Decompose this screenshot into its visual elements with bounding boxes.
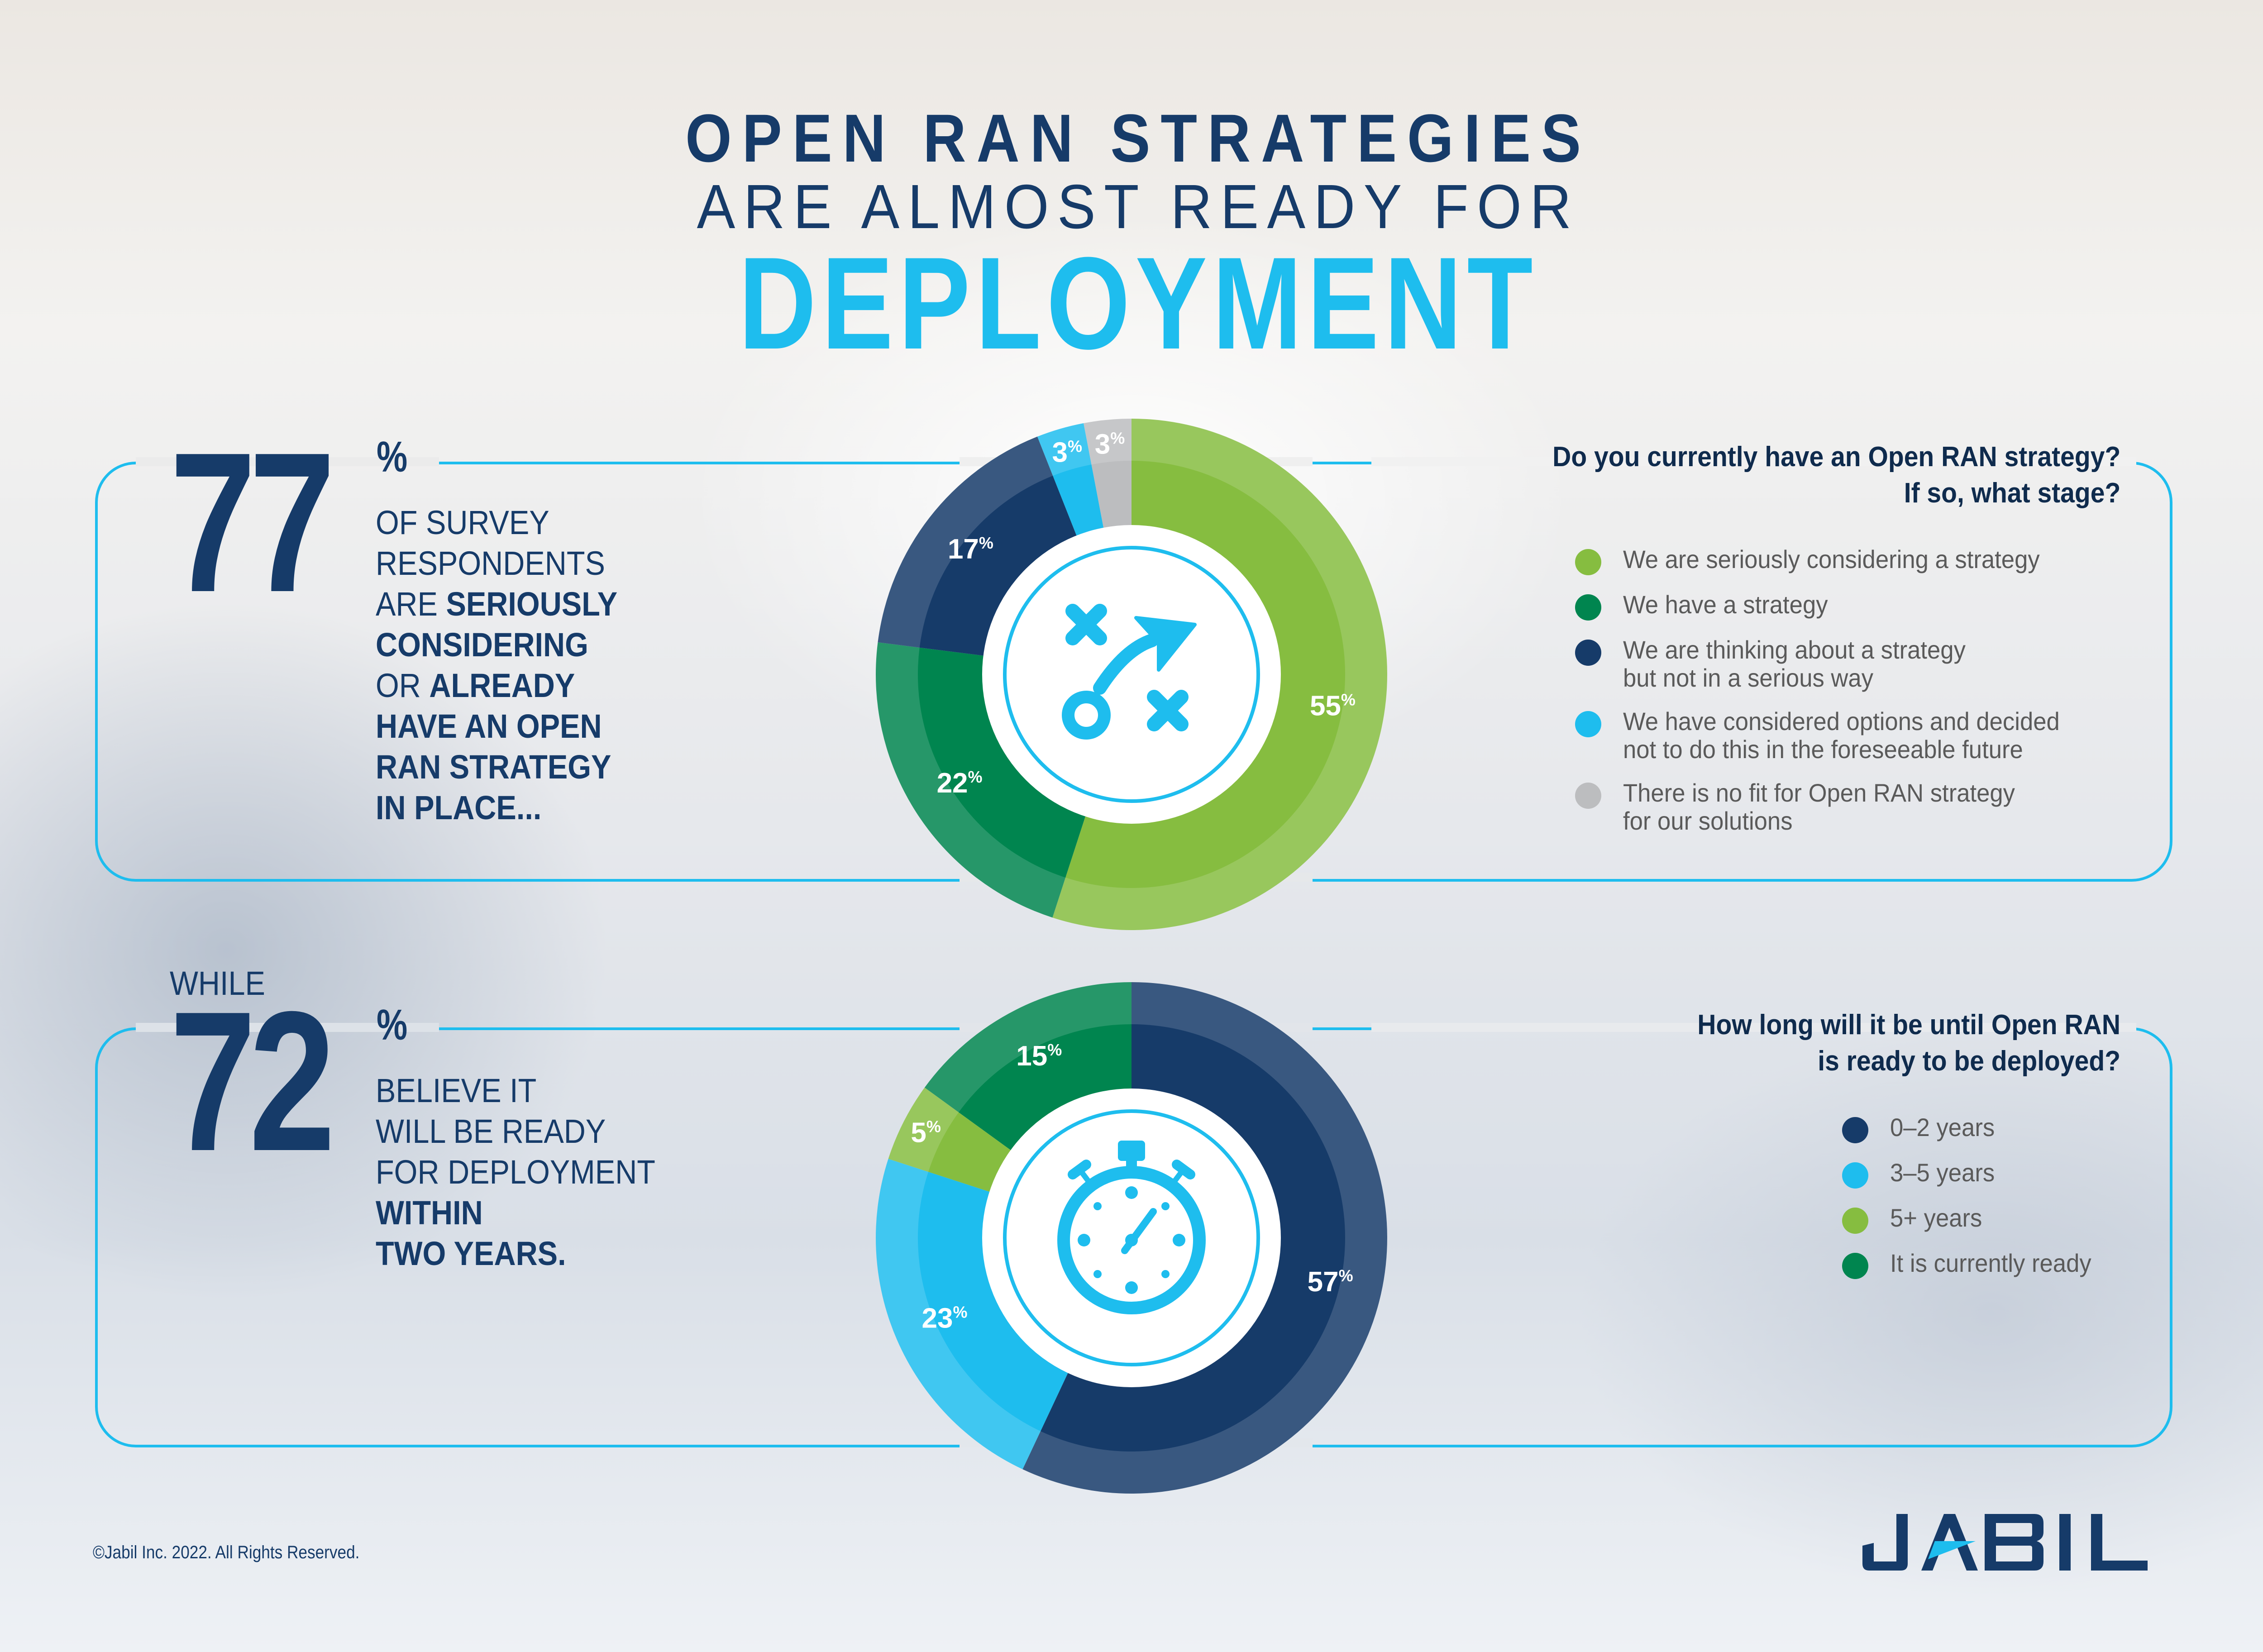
donut-segment-label: 57%: [1308, 1266, 1353, 1298]
stat-72-percent: %: [377, 1001, 408, 1049]
frame-gap: [136, 457, 439, 466]
legend-dot: [1575, 640, 1601, 666]
question-deployment-timeline: How long will it be until Open RAN is re…: [1697, 1009, 2120, 1077]
donut-segment-outer: [876, 1159, 1041, 1470]
copyright-notice: ©Jabil Inc. 2022. All Rights Reserved.: [93, 1542, 360, 1562]
stat-72-prefix: WHILE: [170, 964, 265, 1002]
stat-72-description: BELIEVE IT WILL BE READY FOR DEPLOYMENT …: [376, 1072, 655, 1272]
donut-segment-outer: [876, 642, 1066, 918]
donut-segment: [1041, 1024, 1345, 1451]
donut-segment-outer: [1022, 982, 1387, 1494]
legend-item: We have considered options and decided n…: [1575, 707, 2087, 764]
donut-segment-outer: [878, 436, 1053, 648]
legend-item: 0–2 years: [1842, 1113, 2104, 1143]
donut-segment: [1053, 464, 1104, 537]
legend-item: There is no fit for Open RAN strategy fo…: [1575, 779, 2087, 835]
donut-segment-label: 17%: [948, 534, 993, 565]
donut-segment-label: 22%: [937, 768, 983, 799]
stat-77-description: OF SURVEY RESPONDENTS ARE SERIOUSLY CONS…: [376, 504, 618, 826]
legend-item: We are thinking about a strategy but not…: [1575, 636, 2087, 692]
donut-segment-outer: [924, 982, 1132, 1113]
donut-segment: [919, 476, 1077, 656]
legend-dot: [1575, 594, 1601, 621]
legend-dot: [1575, 549, 1601, 575]
legend-dot: [1842, 1117, 1868, 1143]
headline-line2: ARE ALMOST READY FOR: [697, 172, 1580, 242]
jabil-logo: [1862, 1514, 2148, 1571]
donut-segment-outer: [888, 1087, 960, 1172]
legend-dot: [1842, 1162, 1868, 1189]
donut-segment: [1091, 461, 1132, 529]
stat-72: 72: [170, 970, 335, 1193]
frame-gap: [136, 1023, 439, 1032]
legend-item: 5+ years: [1842, 1204, 2104, 1234]
donut-segment-label: 15%: [1016, 1041, 1062, 1072]
legend-item: It is currently ready: [1842, 1249, 2104, 1279]
donut-segment: [918, 647, 1086, 878]
legend-item: 3–5 years: [1842, 1159, 2104, 1189]
stopwatch-icon: [1057, 1141, 1206, 1314]
legend-strategy-stage: We are seriously considering a strategy …: [1575, 545, 2087, 850]
donut-segment: [918, 1172, 1069, 1432]
donut-segment-outer: [1052, 418, 1387, 930]
legend-deployment-timeline: 0–2 years 3–5 years 5+ years It is curre…: [1842, 1113, 2104, 1294]
frame-gap: [1371, 457, 2136, 466]
donut-segment-label: 23%: [922, 1303, 968, 1334]
strategy-play-icon: [1062, 604, 1197, 740]
donut-segment-label: 55%: [1310, 690, 1356, 721]
legend-dot: [1575, 711, 1601, 737]
legend-dot: [1842, 1208, 1868, 1234]
legend-dot: [1842, 1253, 1868, 1279]
legend-item: We have a strategy: [1575, 591, 2087, 621]
stat-77: 77: [170, 411, 335, 634]
headline-line1: OPEN RAN STRATEGIES: [685, 100, 1591, 176]
strategy-stage-donut-chart: 55% 22% 17% 3% 3%: [876, 418, 1387, 930]
question-strategy-stage: Do you currently have an Open RAN strate…: [1552, 441, 2120, 509]
headline-deployment: DEPLOYMENT: [738, 230, 1538, 377]
donut-segment-label: 3%: [1095, 429, 1125, 460]
donut-segment: [928, 1112, 1012, 1192]
donut-segment-label: 3%: [1052, 437, 1082, 468]
stat-77-percent: %: [377, 433, 408, 481]
deployment-timeline-donut-chart: 57% 23% 5% 15%: [876, 982, 1387, 1494]
donut-segment: [1065, 461, 1345, 888]
legend-dot: [1575, 783, 1601, 809]
legend-item: We are seriously considering a strategy: [1575, 545, 2087, 575]
donut-segment-outer: [1037, 423, 1092, 477]
frame-gap: [1371, 1023, 2136, 1032]
donut-segment-outer: [1084, 419, 1132, 466]
donut-segment-label: 5%: [911, 1117, 941, 1148]
donut-segment: [959, 1024, 1132, 1151]
